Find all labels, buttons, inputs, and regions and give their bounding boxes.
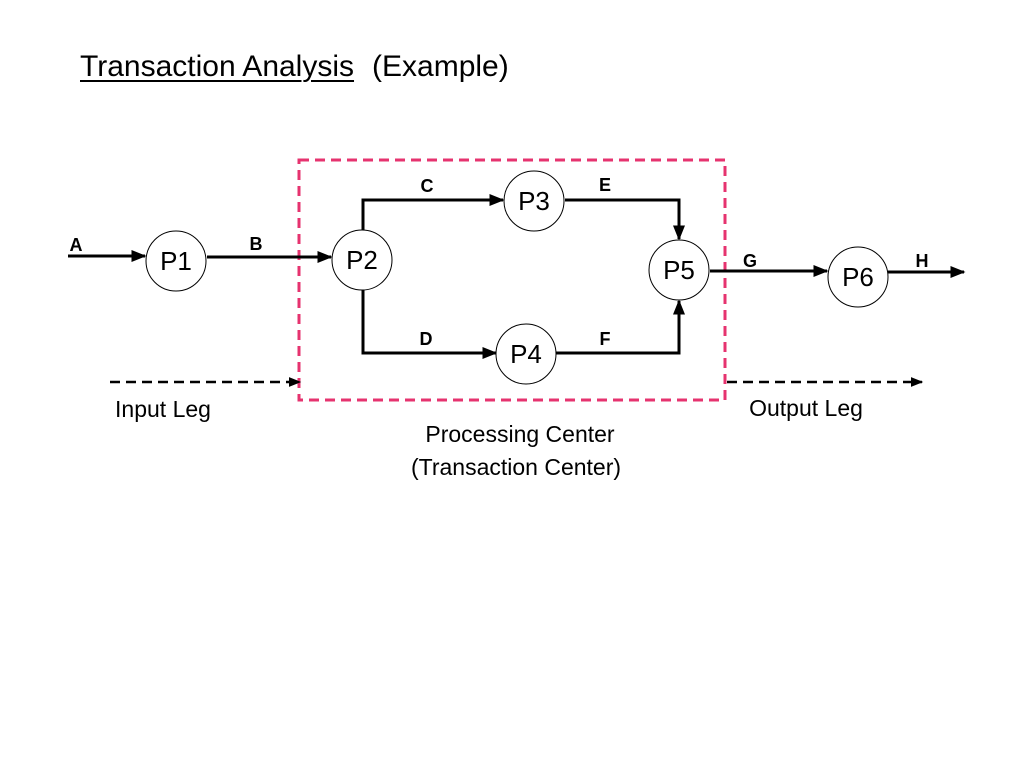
node-p3-label: P3 (518, 186, 550, 216)
title-main: Transaction Analysis (80, 50, 355, 83)
edge-e-label: E (599, 175, 611, 195)
edge-f-arrow (556, 299, 685, 355)
node-p1: P1 (145, 230, 207, 292)
transaction-center-label: (Transaction Center) (411, 454, 621, 480)
node-p6: P6 (827, 246, 889, 308)
output-leg-label: Output Leg (749, 395, 863, 421)
node-p2-label: P2 (346, 245, 378, 275)
node-p1-label: P1 (160, 246, 192, 276)
node-p5: P5 (648, 239, 710, 301)
node-p2: P2 (331, 229, 393, 291)
edge-f-label: F (600, 329, 611, 349)
edge-a-label: A (70, 235, 83, 255)
edge-b-label: B (250, 234, 263, 254)
node-p3: P3 (503, 170, 565, 232)
slide-title: Transaction Analysis (Example) (80, 50, 509, 84)
node-p6-label: P6 (842, 262, 874, 292)
node-p4-label: P4 (510, 339, 542, 369)
node-p5-label: P5 (663, 255, 695, 285)
edge-c-label: C (421, 176, 434, 196)
edge-d-arrow (361, 290, 498, 359)
edge-g-label: G (743, 251, 757, 271)
edge-e-arrow (565, 198, 685, 241)
edge-d-label: D (420, 329, 433, 349)
processing-center-label: Processing Center (425, 421, 615, 447)
node-p4: P4 (495, 323, 557, 385)
edge-c-arrow (361, 194, 505, 231)
title-sub: (Example) (372, 50, 509, 83)
processing-center-box (297, 158, 727, 402)
input-leg-label: Input Leg (115, 396, 211, 422)
edge-h-label: H (916, 251, 929, 271)
